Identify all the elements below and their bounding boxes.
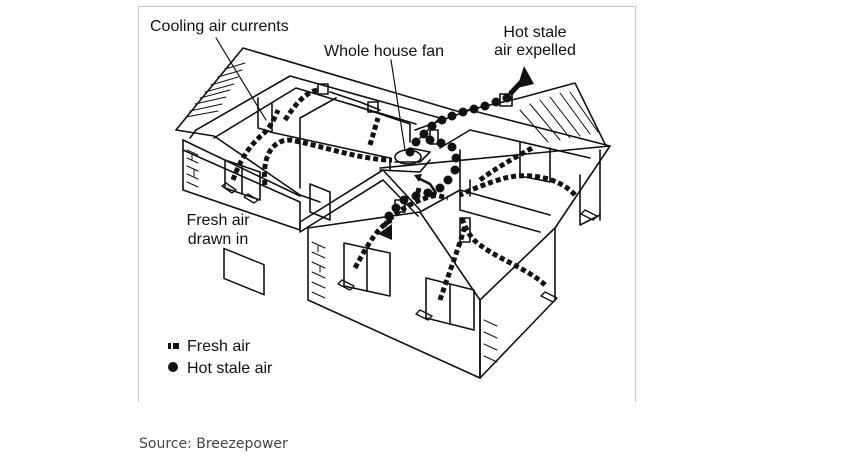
hot-stale-air-paths [384, 93, 512, 221]
label-cooling-air-currents: Cooling air currents [150, 18, 289, 35]
source-caption: Source: Breezepower [139, 436, 288, 452]
hot-air-dot [411, 191, 421, 201]
hot-air-dot [491, 97, 501, 107]
fresh-air-path [458, 173, 577, 198]
hot-air-dot [399, 195, 409, 205]
fresh-air-path [352, 217, 394, 270]
hot-air-dot [411, 137, 421, 147]
front-wall-gable [307, 227, 481, 379]
fresh-air-path [367, 117, 381, 146]
fresh-air-path [282, 87, 319, 122]
label-hot-stale-air-expelled-2: air expelled [494, 42, 576, 59]
fresh-air-path [415, 187, 449, 201]
roof-outline-left [175, 47, 607, 147]
window [223, 247, 265, 296]
leader-cooling [215, 37, 267, 121]
label-whole-house-fan: Whole house fan [324, 43, 445, 60]
hot-air-dot [423, 188, 433, 198]
hot-air-dot [458, 107, 468, 117]
window [343, 242, 391, 297]
hot-air-dot [469, 104, 479, 114]
legend-fresh-air-label: Fresh air [187, 338, 251, 355]
legend-hot-stale-air-label: Hot stale air [187, 360, 273, 377]
hot-air-dot [480, 101, 490, 111]
hot-air-dot [443, 175, 453, 185]
fresh-air-path [437, 224, 468, 301]
fresh-air-path [459, 217, 547, 287]
down-arrow-icon [378, 224, 392, 240]
fresh-air-intake-arrows [221, 182, 598, 321]
hot-air-dot [436, 138, 446, 148]
hot-air-dot [435, 183, 445, 193]
label-hot-stale-air-expelled-1: Hot stale [503, 24, 567, 41]
hot-air-dot [419, 129, 429, 139]
window [425, 277, 475, 331]
hot-air-dot [437, 115, 447, 125]
leader-fan [390, 59, 406, 151]
hot-air-dot [405, 147, 415, 157]
fresh-air-path [478, 145, 534, 183]
hot-air-dot [502, 93, 512, 103]
fresh-air-path [230, 109, 281, 181]
hot-air-legend-icon [168, 362, 178, 372]
hot-air-dot [427, 121, 437, 131]
hot-air-dot [425, 135, 435, 145]
hot-air-dot [384, 211, 394, 221]
label-fresh-air-drawn-in-2: drawn in [187, 231, 249, 248]
hot-air-dot [447, 111, 457, 121]
fresh-air-legend-icon [168, 343, 171, 349]
fan-pull-arrow-icon [417, 176, 438, 194]
hot-air-dot [447, 142, 457, 152]
fresh-air-path [261, 137, 393, 186]
hot-air-dot [450, 165, 460, 175]
legend-markers [168, 343, 179, 372]
hot-air-dot [451, 153, 461, 163]
fresh-air-flow-paths [230, 87, 577, 301]
hot-air-dot [391, 203, 401, 213]
roof-shingle-hatching [185, 62, 599, 143]
label-fresh-air-drawn-in-1: Fresh air [186, 212, 250, 229]
